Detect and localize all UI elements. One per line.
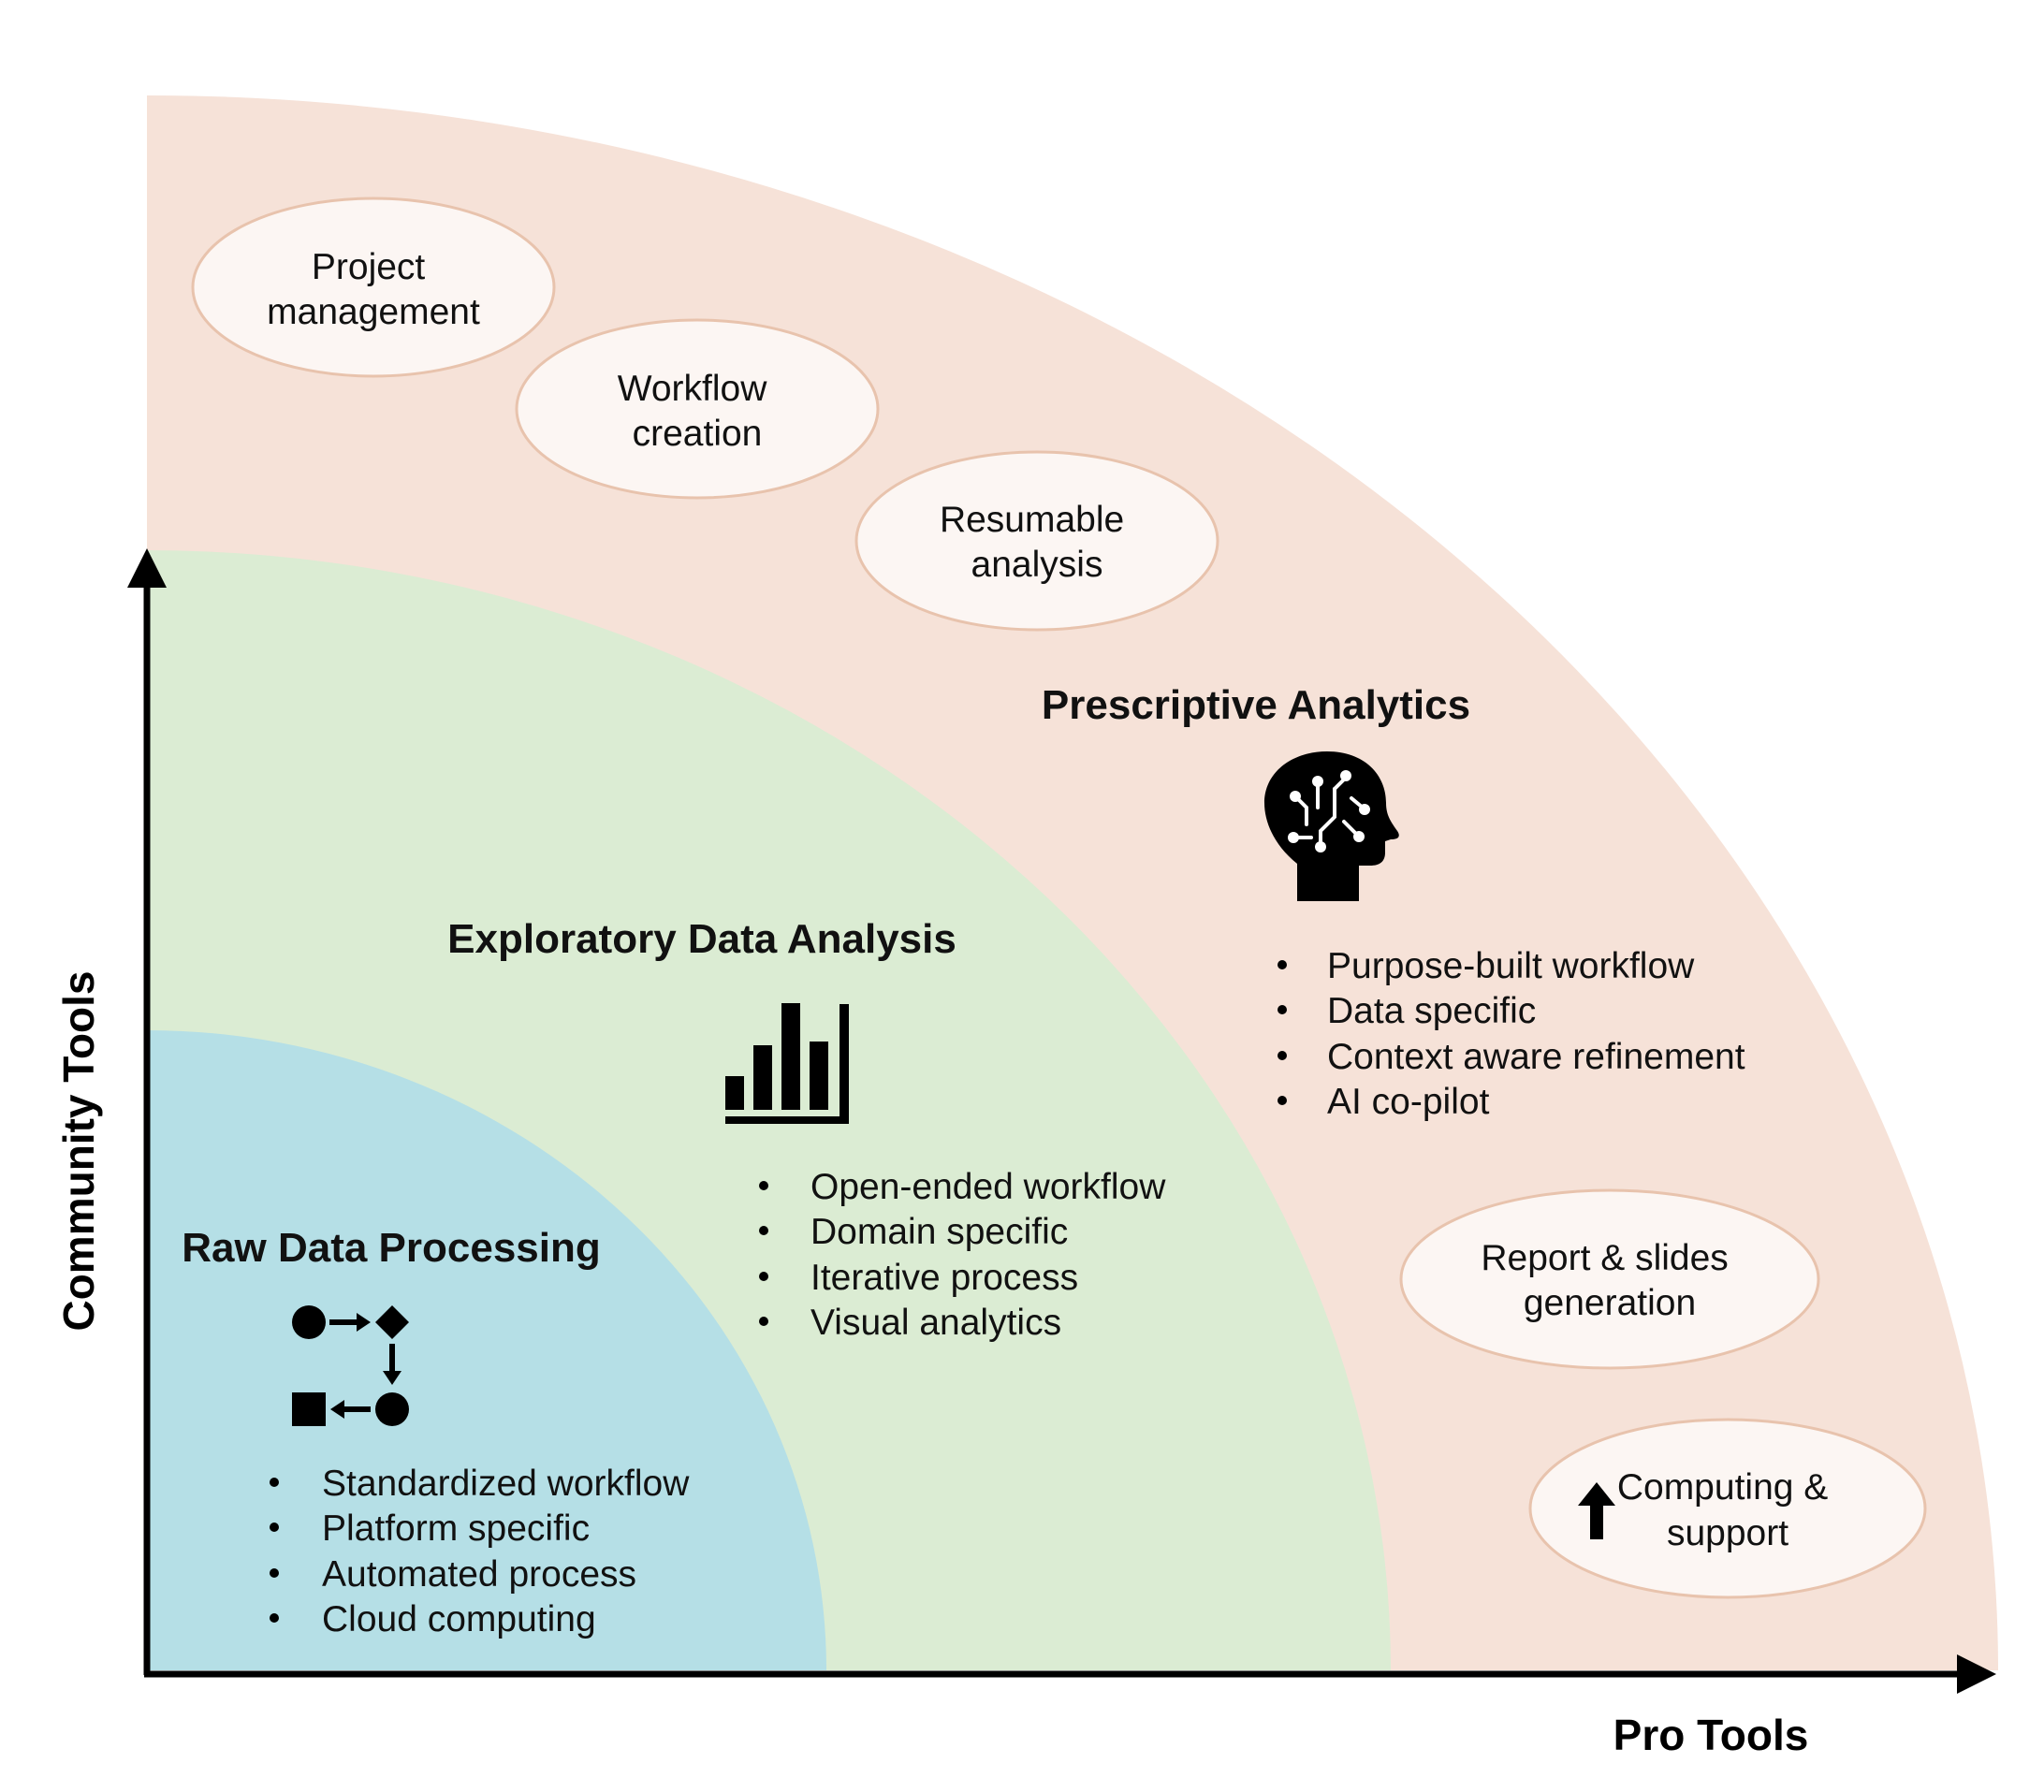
svg-text:AI co-pilot: AI co-pilot	[1327, 1082, 1490, 1122]
svg-text:Context aware refinement: Context aware refinement	[1327, 1037, 1745, 1077]
list-item: Purpose-built workflow	[1278, 946, 1695, 986]
svg-text:Purpose-built workflow: Purpose-built workflow	[1327, 946, 1695, 986]
bubble-text: Workflow creation	[618, 369, 777, 454]
raw-bullet-list: Standardized workflow Platform specific …	[270, 1464, 690, 1639]
bubble-report-slides: Report & slides generation	[1399, 1188, 1820, 1370]
eda-bullet-list: Open-ended workflow Domain specific Iter…	[759, 1167, 1166, 1343]
list-item: Context aware refinement	[1278, 1037, 1745, 1077]
svg-text:Open-ended workflow: Open-ended workflow	[810, 1167, 1166, 1207]
list-item: Standardized workflow	[270, 1464, 690, 1504]
bubble-text: Computing & support	[1617, 1467, 1838, 1553]
bubble-project-management: Project management	[191, 197, 556, 378]
y-axis-label: Community Tools	[54, 970, 103, 1331]
prescriptive-bullet-list: Purpose-built workflow Data specific Con…	[1278, 946, 1745, 1122]
x-axis-label: Pro Tools	[1613, 1711, 1809, 1759]
x-axis-arrowhead	[1957, 1654, 1996, 1694]
y-axis-arrowhead	[127, 548, 167, 588]
bubble-resumable-analysis: Resumable analysis	[854, 450, 1219, 632]
bar-chart-icon	[725, 1003, 849, 1124]
x-axis	[144, 1654, 1996, 1694]
prescriptive-title: Prescriptive Analytics	[1042, 682, 1470, 728]
list-item: Domain specific	[759, 1212, 1068, 1252]
raw-title: Raw Data Processing	[182, 1225, 601, 1271]
eda-title: Exploratory Data Analysis	[447, 916, 956, 962]
bubble-computing-support: Computing & support	[1528, 1418, 1927, 1599]
list-item: Data specific	[1278, 991, 1536, 1031]
list-item: Platform specific	[270, 1508, 590, 1549]
list-item: AI co-pilot	[1278, 1082, 1490, 1122]
ai-head-icon	[1264, 751, 1399, 901]
bubble-workflow-creation: Workflow creation	[515, 318, 880, 500]
list-item: Iterative process	[759, 1258, 1078, 1298]
svg-text:Visual analytics: Visual analytics	[810, 1303, 1061, 1343]
y-axis	[127, 548, 167, 1675]
svg-text:Domain specific: Domain specific	[810, 1212, 1068, 1252]
list-item: Open-ended workflow	[759, 1167, 1166, 1207]
bubble-text: Report & slides generation	[1481, 1238, 1738, 1323]
svg-text:Platform specific: Platform specific	[322, 1508, 590, 1549]
svg-text:Cloud computing: Cloud computing	[322, 1599, 596, 1639]
svg-text:Automated process: Automated process	[322, 1554, 636, 1595]
list-item: Cloud computing	[270, 1599, 596, 1639]
list-item: Visual analytics	[759, 1303, 1061, 1343]
bubble-text: Resumable analysis	[940, 500, 1134, 585]
bubble-text: Project management	[267, 247, 480, 332]
list-item: Automated process	[270, 1554, 636, 1595]
svg-text:Data specific: Data specific	[1327, 991, 1536, 1031]
svg-text:Iterative process: Iterative process	[810, 1258, 1078, 1298]
svg-text:Standardized workflow: Standardized workflow	[322, 1464, 690, 1504]
inner-zone-raw	[147, 1030, 826, 1670]
workflow-shapes-icon	[292, 1305, 409, 1426]
up-arrow-icon	[1578, 1482, 1615, 1539]
